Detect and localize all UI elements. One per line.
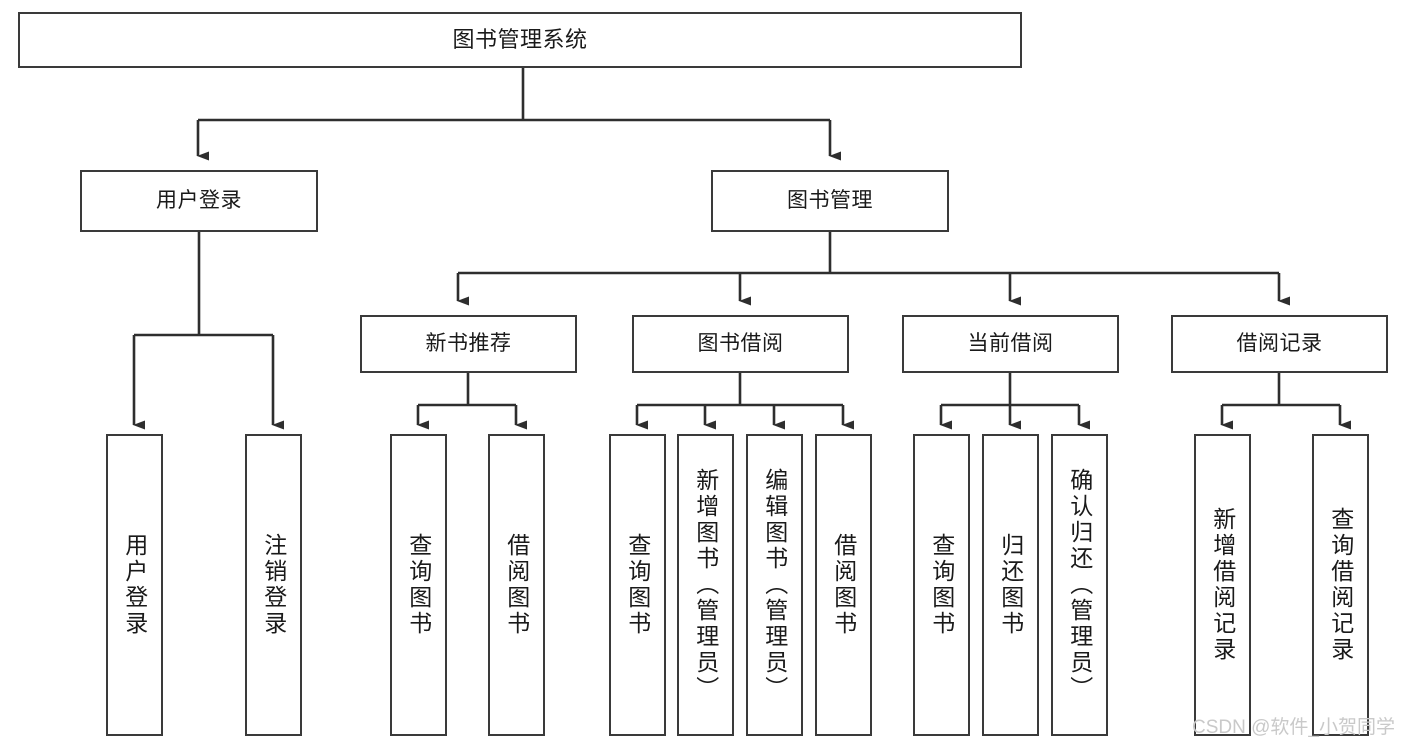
- leaf-add-book-admin[interactable]: 新增图书（管理员）: [677, 434, 734, 736]
- leaf-query-book-current[interactable]: 查询图书: [913, 434, 970, 736]
- node-label: 新书推荐: [425, 331, 512, 355]
- node-user-login[interactable]: 用户登录: [80, 170, 318, 232]
- leaf-query-book-borrow[interactable]: 查询图书: [609, 434, 666, 736]
- node-label: 编辑图书（管理员）: [761, 468, 788, 702]
- node-label: 借阅图书: [830, 533, 857, 637]
- leaf-edit-book-admin[interactable]: 编辑图书（管理员）: [746, 434, 803, 736]
- node-current-borrow[interactable]: 当前借阅: [902, 315, 1119, 373]
- node-label: 图书借阅: [697, 331, 784, 355]
- node-label: 查询借阅记录: [1327, 507, 1354, 663]
- leaf-borrow-book[interactable]: 借阅图书: [815, 434, 872, 736]
- node-label: 图书管理系统: [452, 27, 588, 53]
- node-label: 用户登录: [121, 533, 148, 637]
- node-new-book-recommend[interactable]: 新书推荐: [360, 315, 577, 373]
- leaf-add-borrow-record[interactable]: 新增借阅记录: [1194, 434, 1251, 736]
- node-label: 借阅记录: [1236, 331, 1323, 355]
- leaf-user-login[interactable]: 用户登录: [106, 434, 163, 736]
- watermark-text: CSDN @软件_小贺同学: [1192, 717, 1395, 738]
- node-label: 图书管理: [787, 188, 873, 212]
- node-label: 用户登录: [156, 188, 242, 212]
- leaf-confirm-return-admin[interactable]: 确认归还（管理员）: [1051, 434, 1108, 736]
- node-label: 新增图书（管理员）: [692, 468, 719, 702]
- node-borrow-record[interactable]: 借阅记录: [1171, 315, 1388, 373]
- node-label: 归还图书: [997, 533, 1024, 637]
- node-book-management-system[interactable]: 图书管理系统: [18, 12, 1022, 68]
- node-book-borrow[interactable]: 图书借阅: [632, 315, 849, 373]
- node-label: 查询图书: [405, 533, 432, 637]
- node-label: 借阅图书: [503, 533, 530, 637]
- node-label: 查询图书: [624, 533, 651, 637]
- leaf-return-book[interactable]: 归还图书: [982, 434, 1039, 736]
- leaf-query-book-recommend[interactable]: 查询图书: [390, 434, 447, 736]
- leaf-query-borrow-record[interactable]: 查询借阅记录: [1312, 434, 1369, 736]
- node-label: 查询图书: [928, 533, 955, 637]
- leaf-borrow-book-recommend[interactable]: 借阅图书: [488, 434, 545, 736]
- node-label: 新增借阅记录: [1209, 507, 1236, 663]
- leaf-user-logout[interactable]: 注销登录: [245, 434, 302, 736]
- node-label: 注销登录: [260, 533, 287, 637]
- node-label: 当前借阅: [967, 331, 1054, 355]
- node-label: 确认归还（管理员）: [1066, 468, 1093, 702]
- node-book-management[interactable]: 图书管理: [711, 170, 949, 232]
